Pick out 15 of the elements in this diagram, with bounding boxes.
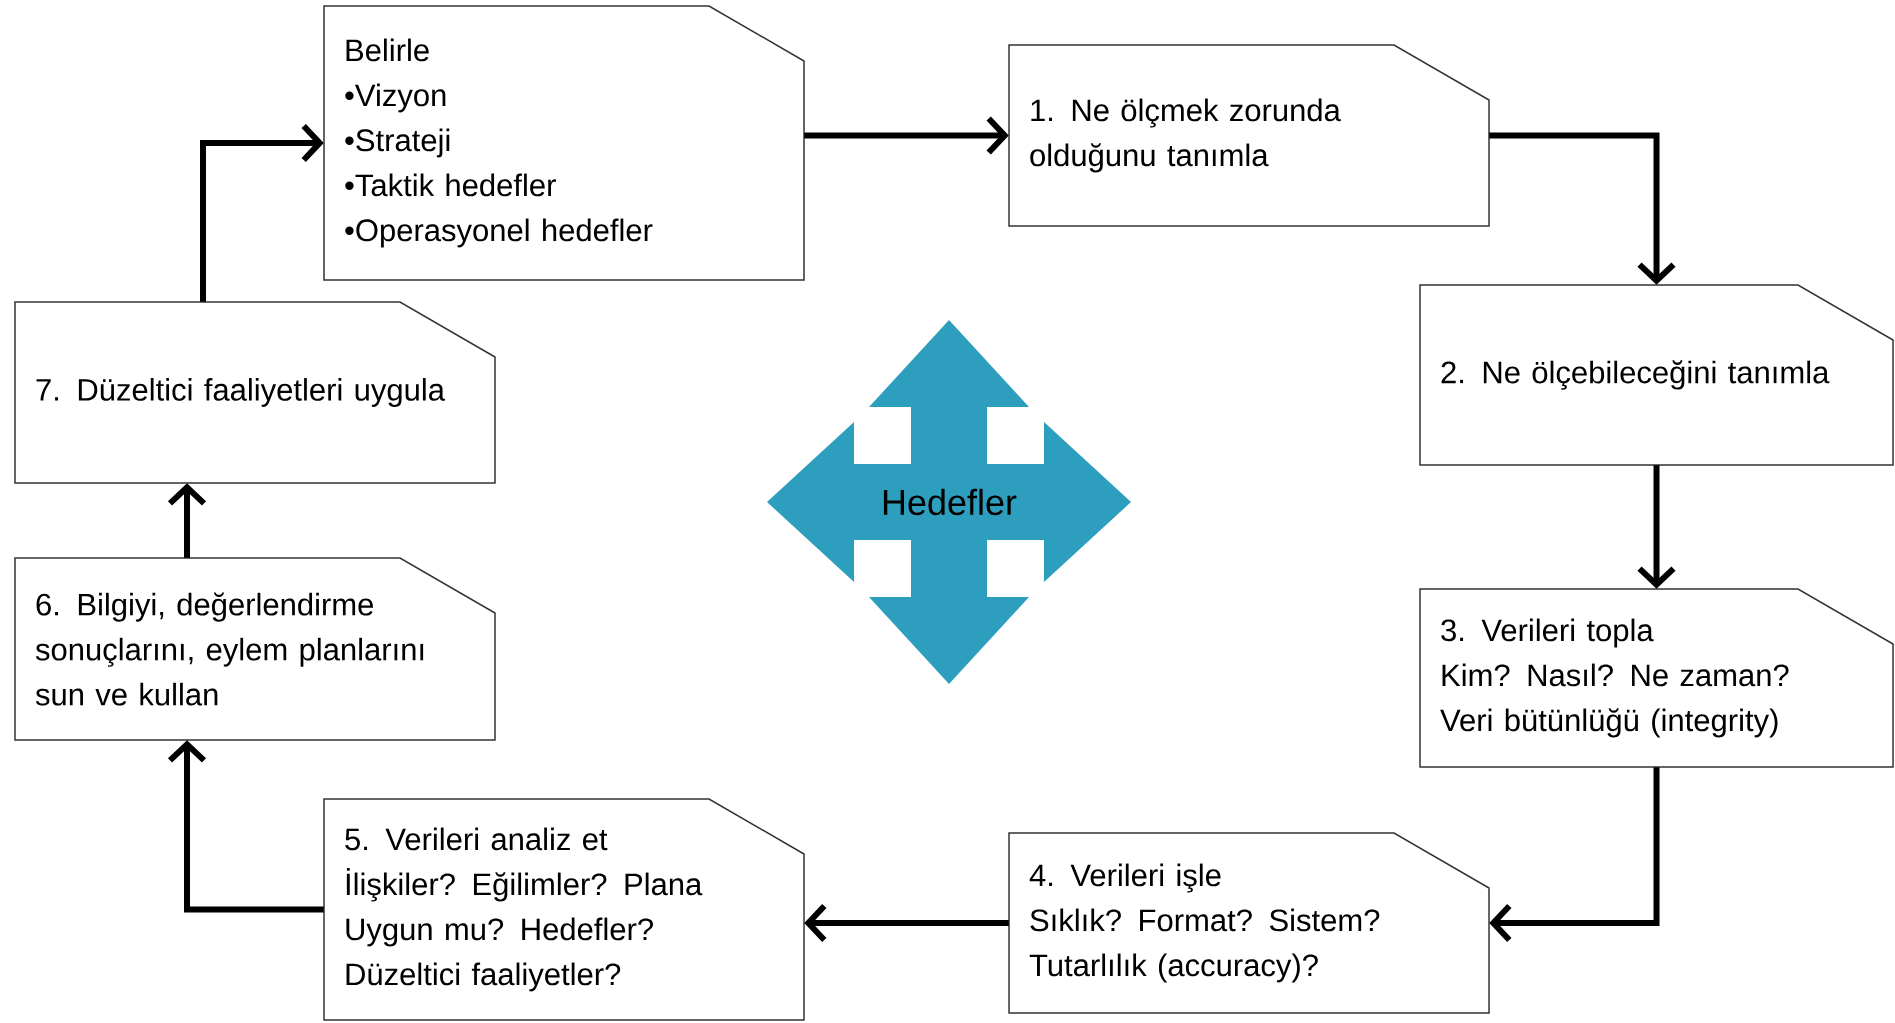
arrow: [804, 903, 1009, 943]
note-box: 7. Düzeltici faaliyetleri uygula: [14, 301, 496, 484]
arrow: [1637, 465, 1676, 589]
arrow: [1489, 767, 1660, 943]
note-box: Belirle •Vizyon •Strateji •Taktik hedefler •Operasyonel hedefler: [323, 5, 805, 281]
arrow: [167, 740, 324, 913]
arrow: [200, 123, 324, 302]
note-box: 3. Verileri topla Kim? Nasıl? Ne zaman? Veri bütünlüğü (integrity): [1419, 588, 1894, 768]
arrow: [804, 116, 1009, 155]
note-box: 4. Verileri işle Sıklık? Format? Sistem? Tutarlılık (accuracy)?: [1008, 832, 1490, 1014]
note-box: 2. Ne ölçebileceğini tanımla: [1419, 284, 1894, 466]
note-box: 6. Bilgiyi, değerlendirme sonuçlarını, eylem planlarını sun ve kullan: [14, 557, 496, 741]
note-box: 1. Ne ölçmek zorunda olduğunu tanımla: [1008, 44, 1490, 227]
note-box: 5. Verileri analiz et İlişkiler? Eğilimler? Plana Uygun mu? Hedefler? Düzeltici faaliyetler?: [323, 798, 805, 1021]
arrow: [1489, 132, 1676, 285]
